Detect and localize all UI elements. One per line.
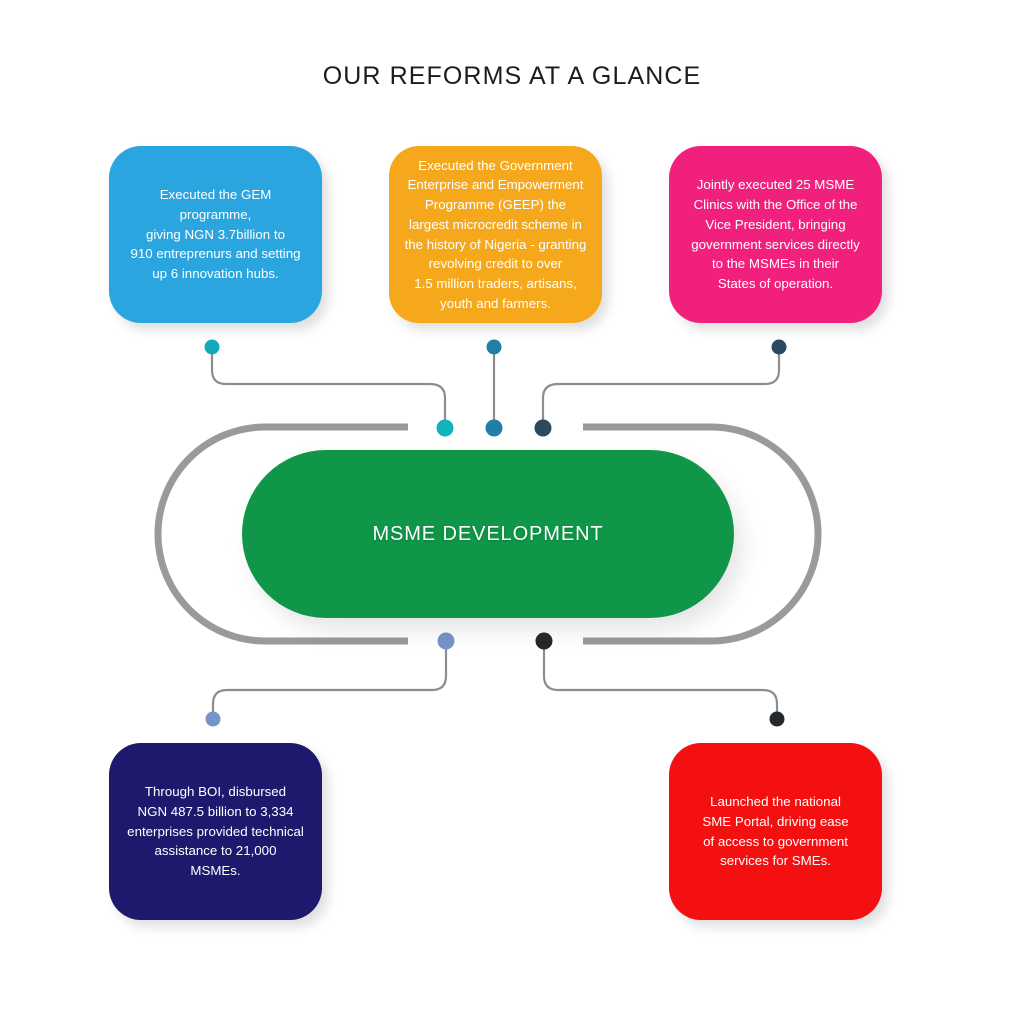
- connector-dot-geep-hub: [485, 419, 503, 437]
- page-title: OUR REFORMS AT A GLANCE: [322, 62, 702, 90]
- reform-card-boi-text: Through BOI, disbursed NGN 487.5 billion…: [127, 784, 304, 878]
- reform-card-clinics[interactable]: Jointly executed 25 MSME Clinics with th…: [669, 146, 882, 323]
- connector-clinics: [534, 339, 787, 437]
- connector-geep: [485, 339, 503, 437]
- reform-card-clinics-text: Jointly executed 25 MSME Clinics with th…: [691, 177, 860, 291]
- reform-card-geep-text: Executed the Government Enterprise and E…: [404, 157, 587, 311]
- connector-dot-portal-card: [769, 711, 785, 727]
- connector-dot-portal-hub: [535, 632, 553, 650]
- reform-card-boi[interactable]: Through BOI, disbursed NGN 487.5 billion…: [109, 743, 322, 920]
- reform-card-portal-text: Launched the national SME Portal, drivin…: [702, 794, 849, 869]
- reform-card-geep[interactable]: Executed the Government Enterprise and E…: [389, 146, 602, 323]
- connector-gem: [204, 339, 454, 437]
- connector-boi: [205, 632, 455, 727]
- reform-card-gem[interactable]: Executed the GEM programme, giving NGN 3…: [109, 146, 322, 323]
- connector-dot-geep-card: [486, 339, 502, 355]
- reform-card-portal[interactable]: Launched the national SME Portal, drivin…: [669, 743, 882, 920]
- connector-dot-boi-hub: [437, 632, 455, 650]
- connector-portal: [535, 632, 785, 727]
- hub-label: MSME DEVELOPMENT: [372, 522, 604, 545]
- connector-dot-gem-hub: [436, 419, 454, 437]
- connector-dot-boi-card: [205, 711, 221, 727]
- connector-dot-gem-card: [204, 339, 220, 355]
- connector-dot-clinics-card: [771, 339, 787, 355]
- hub-node[interactable]: MSME DEVELOPMENT: [242, 450, 734, 618]
- connector-dot-clinics-hub: [534, 419, 552, 437]
- reform-card-gem-text: Executed the GEM programme, giving NGN 3…: [130, 187, 301, 281]
